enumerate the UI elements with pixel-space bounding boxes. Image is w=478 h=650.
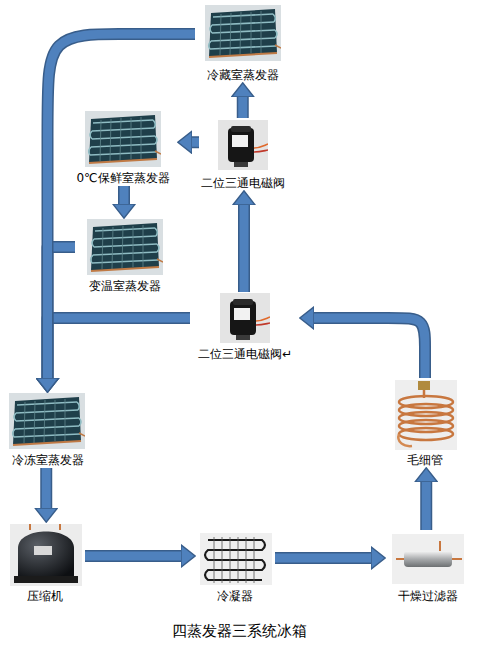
component-node: 二位三通电磁阀↵ xyxy=(190,292,300,362)
arrow-body xyxy=(275,554,371,563)
arrow-outline xyxy=(48,34,196,378)
flow-arrow xyxy=(46,468,47,508)
illustration-slot xyxy=(195,3,290,65)
flow-arrow xyxy=(244,205,245,292)
component-node: 压缩机 xyxy=(5,522,85,604)
illustration-slot xyxy=(190,292,300,344)
arrow-outline xyxy=(85,550,181,562)
component-node: 冷冻室蒸发器 xyxy=(5,392,90,468)
arrow-outline xyxy=(420,482,432,530)
compressor-image xyxy=(10,524,82,586)
arrow-body xyxy=(192,138,199,147)
component-node: 二位三通电磁阀 xyxy=(199,118,287,191)
valve-image xyxy=(220,293,270,343)
flow-arrow xyxy=(275,558,371,559)
component-label: 冷藏室蒸发器 xyxy=(195,67,290,83)
illustration-slot xyxy=(68,110,178,168)
flow-arrow xyxy=(85,556,181,557)
flow-arrow xyxy=(48,318,191,378)
arrow-outline xyxy=(48,247,76,378)
illustration-slot xyxy=(75,218,175,276)
component-node: 冷凝器 xyxy=(195,530,275,604)
condenser-image xyxy=(200,533,272,585)
component-label: 0℃保鲜室蒸发器 xyxy=(68,170,178,186)
arrow-body xyxy=(240,205,249,292)
capillary-image xyxy=(395,380,457,450)
arrow-body xyxy=(48,247,76,378)
illustration-slot xyxy=(5,522,85,586)
component-label: 毛细管 xyxy=(385,452,465,468)
evaporator-image xyxy=(87,219,163,275)
arrow-outline xyxy=(118,186,130,204)
flow-arrow xyxy=(242,97,243,118)
flow-arrow xyxy=(314,318,425,378)
arrow-outline xyxy=(48,318,191,378)
illustration-slot xyxy=(199,118,287,173)
flow-arrow xyxy=(124,186,125,204)
component-label: 冷凝器 xyxy=(195,588,275,604)
arrow-body xyxy=(314,318,425,378)
component-node: 冷藏室蒸发器 xyxy=(195,3,290,83)
arrow-body xyxy=(48,318,191,378)
illustration-slot xyxy=(195,530,275,586)
flow-arrow xyxy=(426,482,427,530)
arrow-body xyxy=(422,482,431,530)
arrow-body xyxy=(238,97,247,118)
illustration-slot xyxy=(385,530,470,586)
arrow-outline xyxy=(314,318,425,378)
figure-caption: 四蒸发器三系统冰箱 xyxy=(0,622,478,641)
arrow-body xyxy=(85,552,181,561)
component-label: 干燥过滤器 xyxy=(385,588,470,604)
flow-arrow xyxy=(48,34,196,378)
component-node: 变温室蒸发器 xyxy=(75,218,175,294)
component-node: 0℃保鲜室蒸发器 xyxy=(68,110,178,186)
arrow-outline xyxy=(238,205,250,292)
illustration-slot xyxy=(5,392,90,450)
component-label: 冷冻室蒸发器 xyxy=(5,452,90,468)
component-label: 二位三通电磁阀 xyxy=(199,175,287,191)
arrow-body xyxy=(48,34,196,378)
component-label: 变温室蒸发器 xyxy=(75,278,175,294)
arrow-outline xyxy=(192,136,199,148)
valve-image xyxy=(218,120,268,170)
arrow-outline xyxy=(40,468,52,508)
illustration-slot xyxy=(385,378,465,450)
dryer-filter-image xyxy=(392,534,464,584)
arrow-outline xyxy=(237,97,249,118)
component-label: 二位三通电磁阀↵ xyxy=(190,346,300,362)
component-node: 毛细管 xyxy=(385,378,465,468)
arrow-body xyxy=(120,186,129,204)
flow-arrow xyxy=(192,142,199,143)
flow-arrow xyxy=(48,247,76,378)
evaporator-image xyxy=(9,393,85,449)
component-node: 干燥过滤器 xyxy=(385,530,470,604)
arrow-body xyxy=(42,468,51,508)
arrow-outline xyxy=(275,552,371,564)
component-label: 压缩机 xyxy=(5,588,85,604)
evaporator-image xyxy=(205,5,281,61)
evaporator-image xyxy=(85,111,161,167)
